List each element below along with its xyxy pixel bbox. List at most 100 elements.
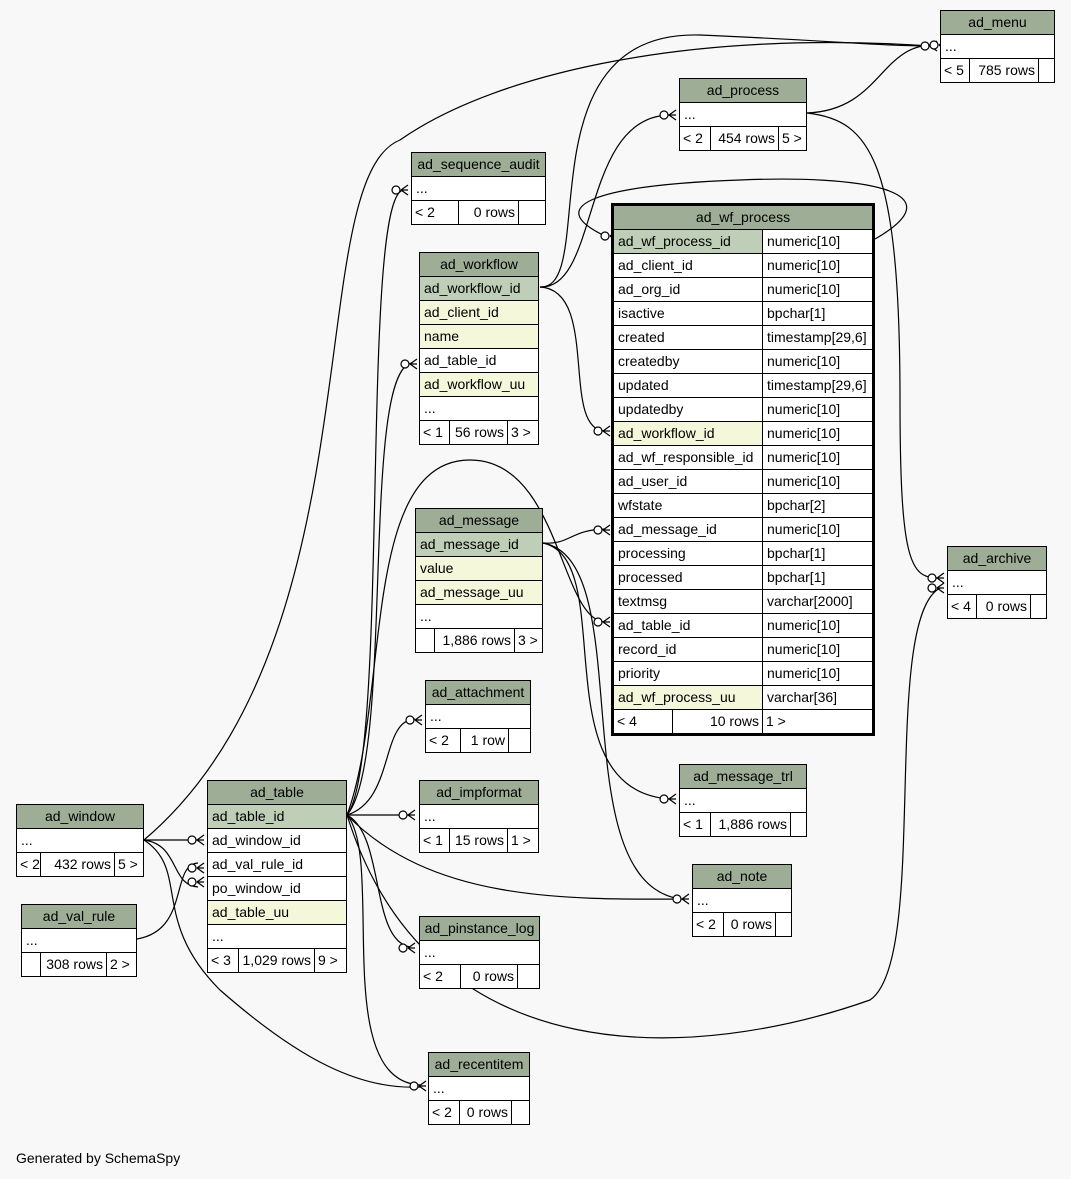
column-row[interactable]: ... (412, 177, 545, 201)
crows-foot-marker (593, 426, 603, 436)
generated-by-label: Generated by SchemaSpy (16, 1150, 181, 1166)
table-title[interactable]: ad_archive (948, 547, 1046, 571)
cell (22, 953, 40, 976)
column-row[interactable]: ... (680, 103, 806, 127)
column-row[interactable]: ad_window_id (208, 829, 346, 853)
column-row[interactable]: ... (420, 397, 538, 421)
cell (511, 1101, 527, 1124)
table-title[interactable]: ad_workflow (420, 253, 538, 277)
column-row[interactable]: po_window_id (208, 877, 346, 901)
table-title[interactable]: ad_process (680, 79, 806, 103)
cell: ad_client_id (618, 257, 693, 273)
edge-table-wfprocess (346, 459, 606, 816)
column-row[interactable]: ... (22, 929, 136, 953)
column-row[interactable]: ... (208, 925, 346, 949)
table-title[interactable]: ad_impformat (420, 781, 538, 805)
column-row[interactable]: ... (17, 829, 143, 853)
cell: < 2 (429, 732, 449, 748)
column-row[interactable]: ad_workflow_id (420, 277, 538, 301)
column-row[interactable]: ... (416, 605, 542, 629)
cell: ... (952, 574, 964, 590)
cell: ad_message_id (618, 521, 717, 537)
column-row[interactable]: ad_message_uu (416, 581, 542, 605)
column-row[interactable]: name (420, 325, 538, 349)
cell: ad_message_id (416, 533, 542, 556)
table-title[interactable]: ad_window (17, 805, 143, 829)
table-title[interactable]: ad_message_trl (680, 765, 806, 789)
crows-foot-prongs (414, 714, 423, 726)
column-row[interactable]: ad_table_id (420, 349, 538, 373)
column-row[interactable]: ... (420, 941, 539, 965)
cell: ... (212, 928, 224, 944)
column-row[interactable]: ... (420, 805, 538, 829)
column-row[interactable]: ad_workflow_uu (420, 373, 538, 397)
column-row[interactable]: ... (426, 705, 530, 729)
table-title[interactable]: ad_message (416, 509, 542, 533)
crows-foot-prongs (668, 109, 677, 121)
table-title[interactable]: ad_note (693, 865, 791, 889)
column-row[interactable]: ad_client_id (420, 301, 538, 325)
column-row[interactable]: ... (941, 35, 1054, 59)
cell: ... (945, 38, 957, 54)
crows-foot-marker (600, 231, 610, 241)
cell: updatedby (618, 401, 684, 417)
column-row[interactable]: ad_table_uu (208, 901, 346, 925)
crows-foot-marker (927, 573, 937, 583)
column-row[interactable]: ad_val_rule_id (208, 853, 346, 877)
cell: 0 rows (723, 913, 775, 936)
table-title[interactable]: ad_sequence_audit (412, 153, 545, 177)
column-row[interactable]: ... (693, 889, 791, 913)
column-row[interactable]: ... (680, 789, 806, 813)
column-row[interactable]: ad_message_id (416, 533, 542, 557)
cell: bpchar[1] (762, 566, 872, 589)
table-title[interactable]: ad_table (208, 781, 346, 805)
table-title[interactable]: ad_recentitem (429, 1053, 529, 1077)
table-title[interactable]: ad_val_rule (22, 905, 136, 929)
column-row[interactable]: ad_table_id (208, 805, 346, 829)
table-title[interactable]: ad_menu (941, 11, 1054, 35)
column-row[interactable]: value (416, 557, 542, 581)
cell: numeric[10] (762, 230, 872, 253)
table-title[interactable]: ad_pinstance_log (420, 917, 539, 941)
column-row[interactable]: ... (948, 571, 1046, 595)
table-title[interactable]: ad_wf_process (614, 206, 872, 230)
column-row[interactable]: ... (429, 1077, 529, 1101)
table-title[interactable]: ad_attachment (426, 681, 530, 705)
